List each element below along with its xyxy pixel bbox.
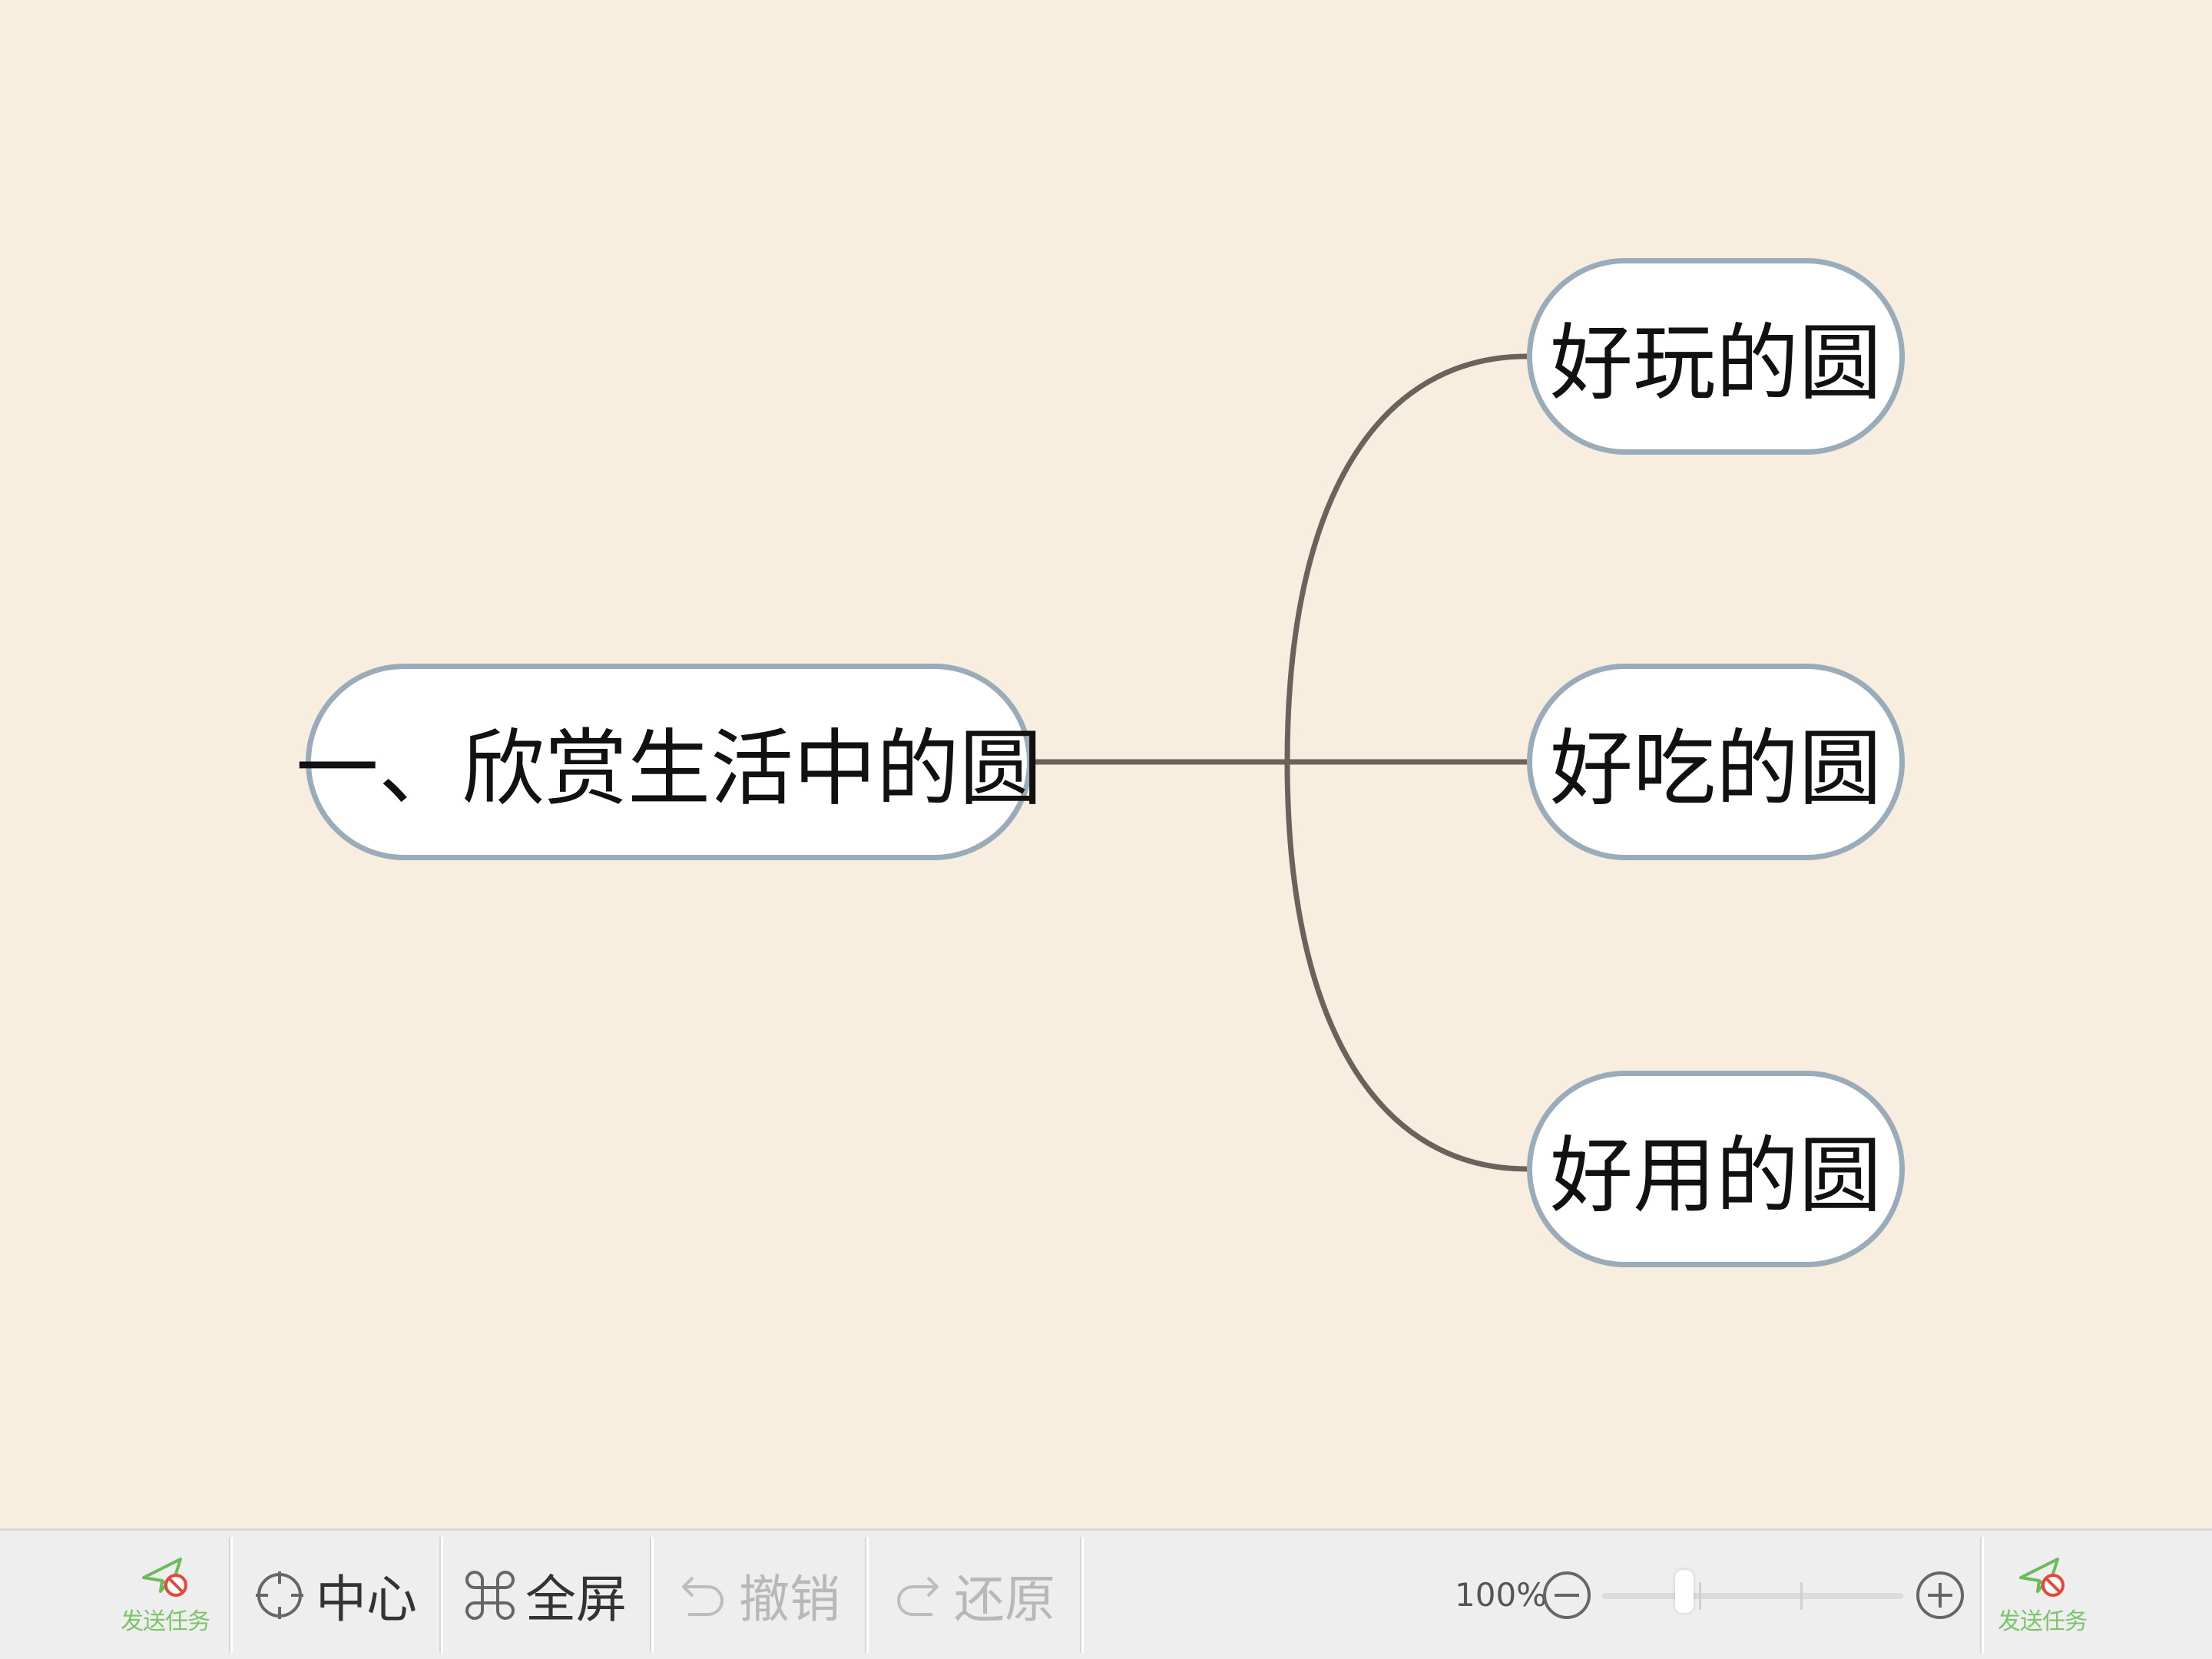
toolbar-divider bbox=[1080, 1537, 1084, 1653]
center-button[interactable]: 中心 bbox=[232, 1531, 439, 1659]
connector-child-1 bbox=[1284, 353, 1528, 763]
toolbar-divider bbox=[1980, 1537, 1984, 1653]
send-task-label: 发送任务 bbox=[121, 1608, 210, 1635]
fullscreen-button[interactable]: 全屏 bbox=[442, 1531, 650, 1659]
mindmap-root-node[interactable]: 一、欣赏生活中的圆 bbox=[296, 664, 1042, 860]
send-task-button-right[interactable]: 发送任务 bbox=[1992, 1531, 2092, 1659]
zoom-slider-tick bbox=[1699, 1582, 1701, 1610]
mindmap-child-node[interactable]: 好用的圆 bbox=[1527, 1071, 1905, 1267]
zoom-slider-tick bbox=[1800, 1582, 1803, 1610]
child-node-label: 好玩的圆 bbox=[1549, 316, 1882, 412]
redo-label: 还原 bbox=[954, 1569, 1055, 1629]
zoom-in-button[interactable] bbox=[1912, 1568, 1968, 1623]
redo-arrow-icon bbox=[897, 1576, 939, 1616]
crosshair-icon bbox=[256, 1571, 303, 1619]
redo-button[interactable]: 还原 bbox=[868, 1531, 1080, 1659]
toolbar-divider bbox=[865, 1537, 869, 1653]
child-node-label: 好吃的圆 bbox=[1549, 721, 1882, 817]
zoom-slider-thumb[interactable] bbox=[1674, 1570, 1694, 1613]
toolbar-divider bbox=[439, 1537, 443, 1653]
undo-button[interactable]: 撤销 bbox=[653, 1531, 865, 1659]
mindmap-canvas[interactable]: 一、欣赏生活中的圆 好玩的圆 好吃的圆 好用的圆 bbox=[0, 0, 2212, 1528]
paper-plane-no-icon bbox=[2019, 1557, 2065, 1597]
mindmap-child-node[interactable]: 好玩的圆 bbox=[1527, 258, 1905, 455]
child-node-label: 好用的圆 bbox=[1549, 1128, 1882, 1224]
zoom-out-button[interactable] bbox=[1539, 1568, 1594, 1623]
paper-plane-no-icon bbox=[142, 1557, 187, 1597]
undo-label: 撤销 bbox=[739, 1569, 840, 1629]
center-label: 中心 bbox=[316, 1569, 417, 1629]
plus-circle-icon bbox=[1916, 1571, 1964, 1619]
toolbar-divider bbox=[650, 1537, 654, 1653]
command-key-icon bbox=[465, 1570, 515, 1620]
connector-child-3 bbox=[1284, 761, 1528, 1172]
undo-arrow-icon bbox=[682, 1576, 724, 1616]
minus-circle-icon bbox=[1543, 1571, 1591, 1619]
send-task-button-left[interactable]: 发送任务 bbox=[115, 1531, 215, 1659]
fullscreen-label: 全屏 bbox=[525, 1569, 627, 1629]
zoom-percent-label: 100% bbox=[1455, 1576, 1548, 1614]
zoom-slider[interactable] bbox=[1602, 1570, 1903, 1613]
mindmap-child-node[interactable]: 好吃的圆 bbox=[1527, 664, 1905, 860]
mindmap-connectors bbox=[1032, 353, 1528, 1172]
send-task-label: 发送任务 bbox=[1998, 1608, 2088, 1635]
toolbar-divider bbox=[229, 1537, 233, 1653]
root-node-label: 一、欣赏生活中的圆 bbox=[296, 721, 1043, 817]
